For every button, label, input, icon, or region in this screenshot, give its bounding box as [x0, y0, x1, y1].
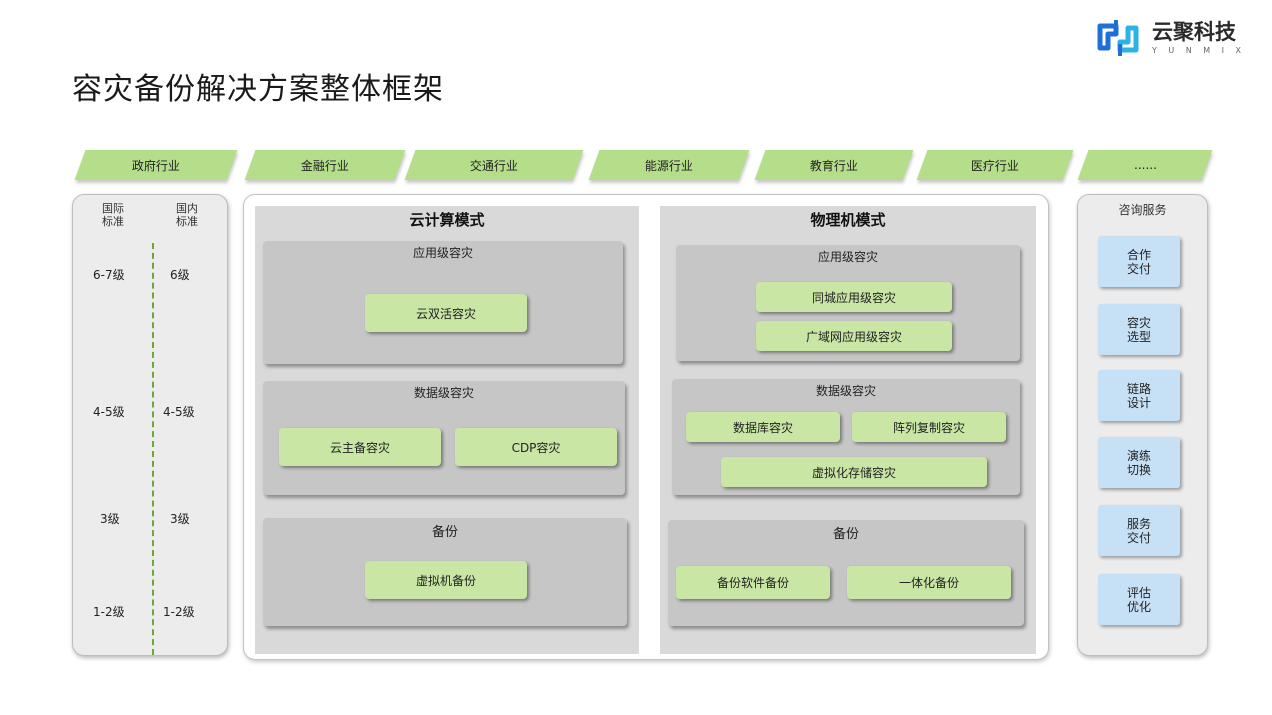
physical-virtual-storage-box: 虚拟化存储容灾 — [721, 457, 987, 487]
intl-level: 3级 — [100, 512, 120, 526]
domestic-level: 4-5级 — [163, 405, 195, 419]
service-cooperation-delivery: 合作交付 — [1098, 236, 1180, 287]
cloud-data-tier-label: 数据级容灾 — [413, 386, 474, 400]
cloud-app-tier-label: 应用级容灾 — [412, 246, 473, 260]
industry-transport: 交通行业 — [404, 150, 584, 180]
industry-more: ...... — [1077, 150, 1213, 180]
intl-level: 4-5级 — [93, 405, 125, 419]
physical-same-city-box: 同城应用级容灾 — [756, 282, 952, 312]
physical-wan-box: 广域网应用级容灾 — [756, 321, 952, 351]
domestic-level: 1-2级 — [163, 605, 195, 619]
cloud-active-active-box: 云双活容灾 — [365, 294, 527, 332]
physical-mode-title: 物理机模式 — [810, 211, 886, 229]
physical-data-tier-label: 数据级容灾 — [815, 384, 876, 398]
industry-education: 教育行业 — [754, 150, 914, 180]
logo-name: 云聚科技 — [1152, 20, 1236, 44]
physical-backup-tier-label: 备份 — [832, 527, 859, 542]
industry-government: 政府行业 — [74, 150, 238, 180]
service-link-design: 链路设计 — [1098, 370, 1180, 421]
logo-subtitle: YUNMIX — [1152, 46, 1253, 55]
service-evaluation: 评估优化 — [1098, 574, 1180, 625]
standards-divider — [152, 243, 154, 655]
international-standard-header: 国际标准 — [102, 202, 124, 228]
standards-panel — [72, 194, 228, 656]
cloud-mode-title: 云计算模式 — [409, 211, 485, 229]
domestic-standard-header: 国内标准 — [176, 202, 198, 228]
physical-appliance-backup-box: 一体化备份 — [847, 566, 1011, 599]
cloud-standby-box: 云主备容灾 — [279, 428, 441, 466]
service-selection: 容灾选型 — [1098, 304, 1180, 355]
physical-array-box: 阵列复制容灾 — [852, 412, 1006, 442]
page-title: 容灾备份解决方案整体框架 — [72, 72, 444, 107]
physical-app-tier-label: 应用级容灾 — [817, 250, 878, 264]
domestic-level: 3级 — [170, 512, 190, 526]
intl-level: 1-2级 — [93, 605, 125, 619]
cloud-vm-backup-box: 虚拟机备份 — [365, 561, 527, 599]
service-drill-switch: 演练切换 — [1098, 437, 1180, 488]
intl-level: 6-7级 — [93, 268, 125, 282]
cloud-backup-tier-label: 备份 — [431, 525, 458, 540]
physical-database-box: 数据库容灾 — [686, 412, 840, 442]
industry-finance: 金融行业 — [244, 150, 406, 180]
industry-energy: 能源行业 — [588, 150, 750, 180]
physical-software-backup-box: 备份软件备份 — [676, 566, 830, 599]
yunmix-logo-icon — [1097, 20, 1139, 56]
services-title: 咨询服务 — [1118, 203, 1167, 217]
industry-medical: 医疗行业 — [916, 150, 1074, 180]
cloud-cdp-box: CDP容灾 — [455, 428, 617, 466]
domestic-level: 6级 — [170, 268, 190, 282]
service-delivery: 服务交付 — [1098, 505, 1180, 556]
